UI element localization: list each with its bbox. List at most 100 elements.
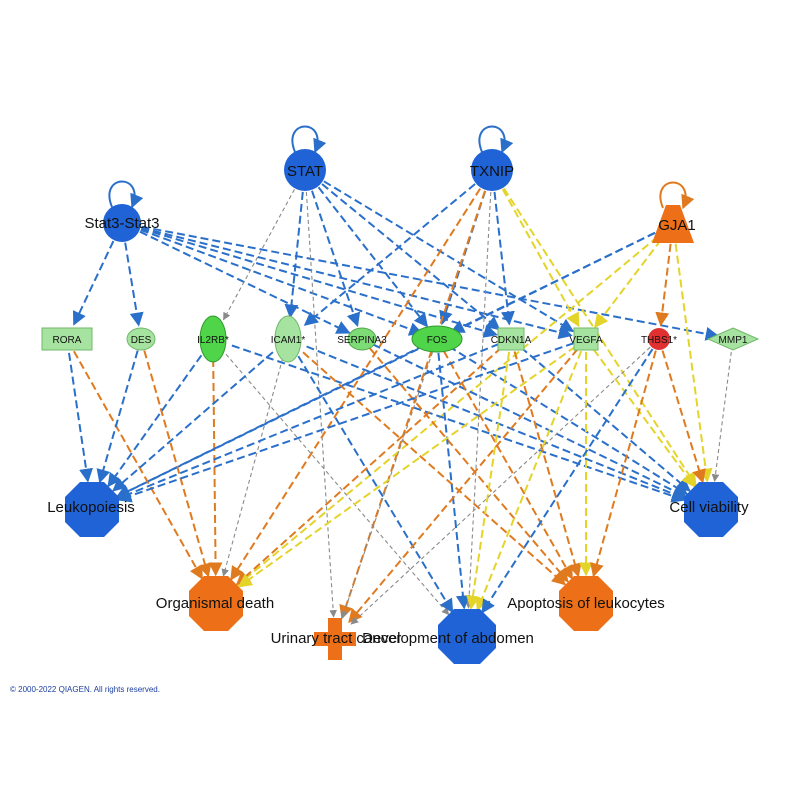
edge-gja1-to-thbs1 <box>655 243 672 327</box>
edge-gja1-to-vegfa <box>594 239 662 329</box>
node-cell-viability-label: Cell viability <box>669 499 749 516</box>
edge-stat-to-vegfa <box>323 180 575 333</box>
edge-cdkn1a-to-leuko <box>116 342 500 501</box>
node-stat-shape <box>284 149 326 191</box>
node-stat[interactable]: STAT <box>284 149 326 191</box>
node-fos[interactable]: FOS <box>411 325 463 353</box>
node-stat3-stat3[interactable]: Stat3-Stat3 <box>84 204 160 242</box>
edge-cdkn1a-to-orgd <box>235 346 502 586</box>
node-txnip-shape <box>471 149 513 191</box>
edge-icam1-to-cellv <box>306 345 687 501</box>
node-il2rb-shape <box>199 315 227 363</box>
self-loop-txnip <box>478 125 514 154</box>
edge-icam1-to-apop <box>302 351 567 586</box>
node-vegfa-shape <box>573 327 599 351</box>
edge-gja1-to-orgd <box>236 236 659 586</box>
node-des[interactable]: DES <box>126 327 156 351</box>
edge-des-to-leuko <box>96 350 139 484</box>
node-urinary-tract-cancer-label: Urinary tract cancer <box>271 630 402 647</box>
node-txnip-label: TXNIP <box>470 163 514 180</box>
edge-stat3-to-rora <box>72 240 115 326</box>
edge-stat-to-serpina3 <box>311 190 361 328</box>
node-organismal-death-shape <box>189 576 243 631</box>
node-vegfa-label: VEGFA <box>569 335 603 346</box>
self-loop-stat3 <box>108 180 144 209</box>
node-serpina3-shape <box>347 327 377 351</box>
edge-fos-to-cellv <box>448 345 689 496</box>
edge-vegfa-to-orgd <box>237 345 576 588</box>
edge-vegfa-to-devab <box>475 350 583 612</box>
node-leukopoiesis-label: Leukopoiesis <box>47 499 135 516</box>
node-apoptosis-of-leukocytes-label: Apoptosis of leukocytes <box>507 595 665 612</box>
edge-thbs1-to-cellv <box>661 350 706 484</box>
node-leukopoiesis[interactable]: Leukopoiesis <box>47 482 135 537</box>
edges-layer <box>68 180 732 625</box>
node-vegfa[interactable]: VEGFA <box>569 327 603 351</box>
edge-icam1-to-devab <box>297 355 454 614</box>
edge-txnip-to-vegfa <box>501 188 580 328</box>
node-development-of-abdomen[interactable]: Development of abdomen <box>362 609 534 664</box>
node-icam1-label: ICAM1* <box>271 335 306 346</box>
edge-thbs1-to-devab <box>481 348 654 614</box>
node-urinary-tract-cancer[interactable]: Urinary tract cancer <box>271 618 402 660</box>
edge-stat3-to-cdkn1a <box>140 227 498 338</box>
node-fos-label: FOS <box>427 335 448 346</box>
node-rora-label: RORA <box>53 335 82 346</box>
edge-stat-to-cdkn1a <box>321 183 501 331</box>
node-apoptosis-of-leukocytes[interactable]: Apoptosis of leukocytes <box>507 576 665 631</box>
node-gja1[interactable]: GJA1 <box>652 205 696 243</box>
edge-thbs1-to-utc <box>350 346 651 625</box>
edge-des-to-orgd <box>143 350 212 578</box>
edge-fos-to-devab <box>437 352 470 610</box>
node-rora[interactable]: RORA <box>41 327 93 351</box>
self-loop-gja1 <box>659 181 695 210</box>
edge-fos-to-utc <box>340 352 434 619</box>
edge-fos-to-leuko <box>115 344 425 498</box>
node-gja1-shape <box>652 205 694 243</box>
self-loop-stat <box>291 125 327 154</box>
edge-vegfa-to-leuko <box>117 342 575 503</box>
edge-serpina3-to-apop <box>369 347 569 583</box>
node-des-shape <box>126 327 156 351</box>
edge-icam1-to-orgd <box>221 358 284 577</box>
edge-cdkn1a-to-cellv <box>520 346 691 492</box>
node-gja1-label: GJA1 <box>658 217 696 234</box>
node-icam1-shape <box>274 315 302 363</box>
self-loops-layer <box>108 125 695 210</box>
node-stat3-stat3-label: Stat3-Stat3 <box>84 215 159 232</box>
node-cdkn1a[interactable]: CDKN1A <box>491 327 532 351</box>
edge-il2rb-to-devab <box>225 353 450 616</box>
edge-stat3-to-mmp1 <box>141 225 720 341</box>
node-thbs1-shape <box>648 328 670 350</box>
edge-icam1-to-leuko <box>112 351 274 492</box>
node-serpina3[interactable]: SERPINA3 <box>337 327 387 351</box>
node-txnip[interactable]: TXNIP <box>470 149 514 191</box>
edge-il2rb-to-cellv <box>231 344 686 503</box>
edge-stat-to-utc <box>305 191 337 618</box>
edge-gja1-to-cellv <box>674 243 713 483</box>
node-icam1[interactable]: ICAM1* <box>271 315 306 363</box>
node-leukopoiesis-shape <box>65 482 119 537</box>
edge-stat-to-icam1 <box>284 191 304 319</box>
node-il2rb[interactable]: IL2RB* <box>197 315 229 363</box>
node-stat-label: STAT <box>287 163 323 180</box>
node-rora-shape <box>41 327 93 351</box>
node-urinary-tract-cancer-shape <box>314 618 356 660</box>
node-organismal-death-label: Organismal death <box>156 595 274 612</box>
node-thbs1[interactable]: THBS1* <box>641 328 677 350</box>
node-cell-viability-shape <box>684 482 738 537</box>
node-il2rb-label: IL2RB* <box>197 335 229 346</box>
edge-stat3-to-vegfa <box>141 226 573 340</box>
node-des-label: DES <box>131 335 152 346</box>
node-organismal-death[interactable]: Organismal death <box>156 576 274 631</box>
edge-rora-to-leuko <box>68 352 93 483</box>
edge-txnip-to-orgd <box>230 188 482 581</box>
edge-cdkn1a-to-apop <box>513 351 582 578</box>
edge-vegfa-to-cellv <box>592 348 696 488</box>
edge-stat3-to-des <box>124 242 144 327</box>
node-mmp1[interactable]: MMP1 <box>706 327 760 351</box>
edge-txnip-to-cdkn1a <box>493 191 515 326</box>
node-cell-viability[interactable]: Cell viability <box>669 482 749 537</box>
copyright-notice: © 2000-2022 QIAGEN. All rights reserved. <box>10 685 160 694</box>
edge-il2rb-to-leuko <box>107 354 203 488</box>
